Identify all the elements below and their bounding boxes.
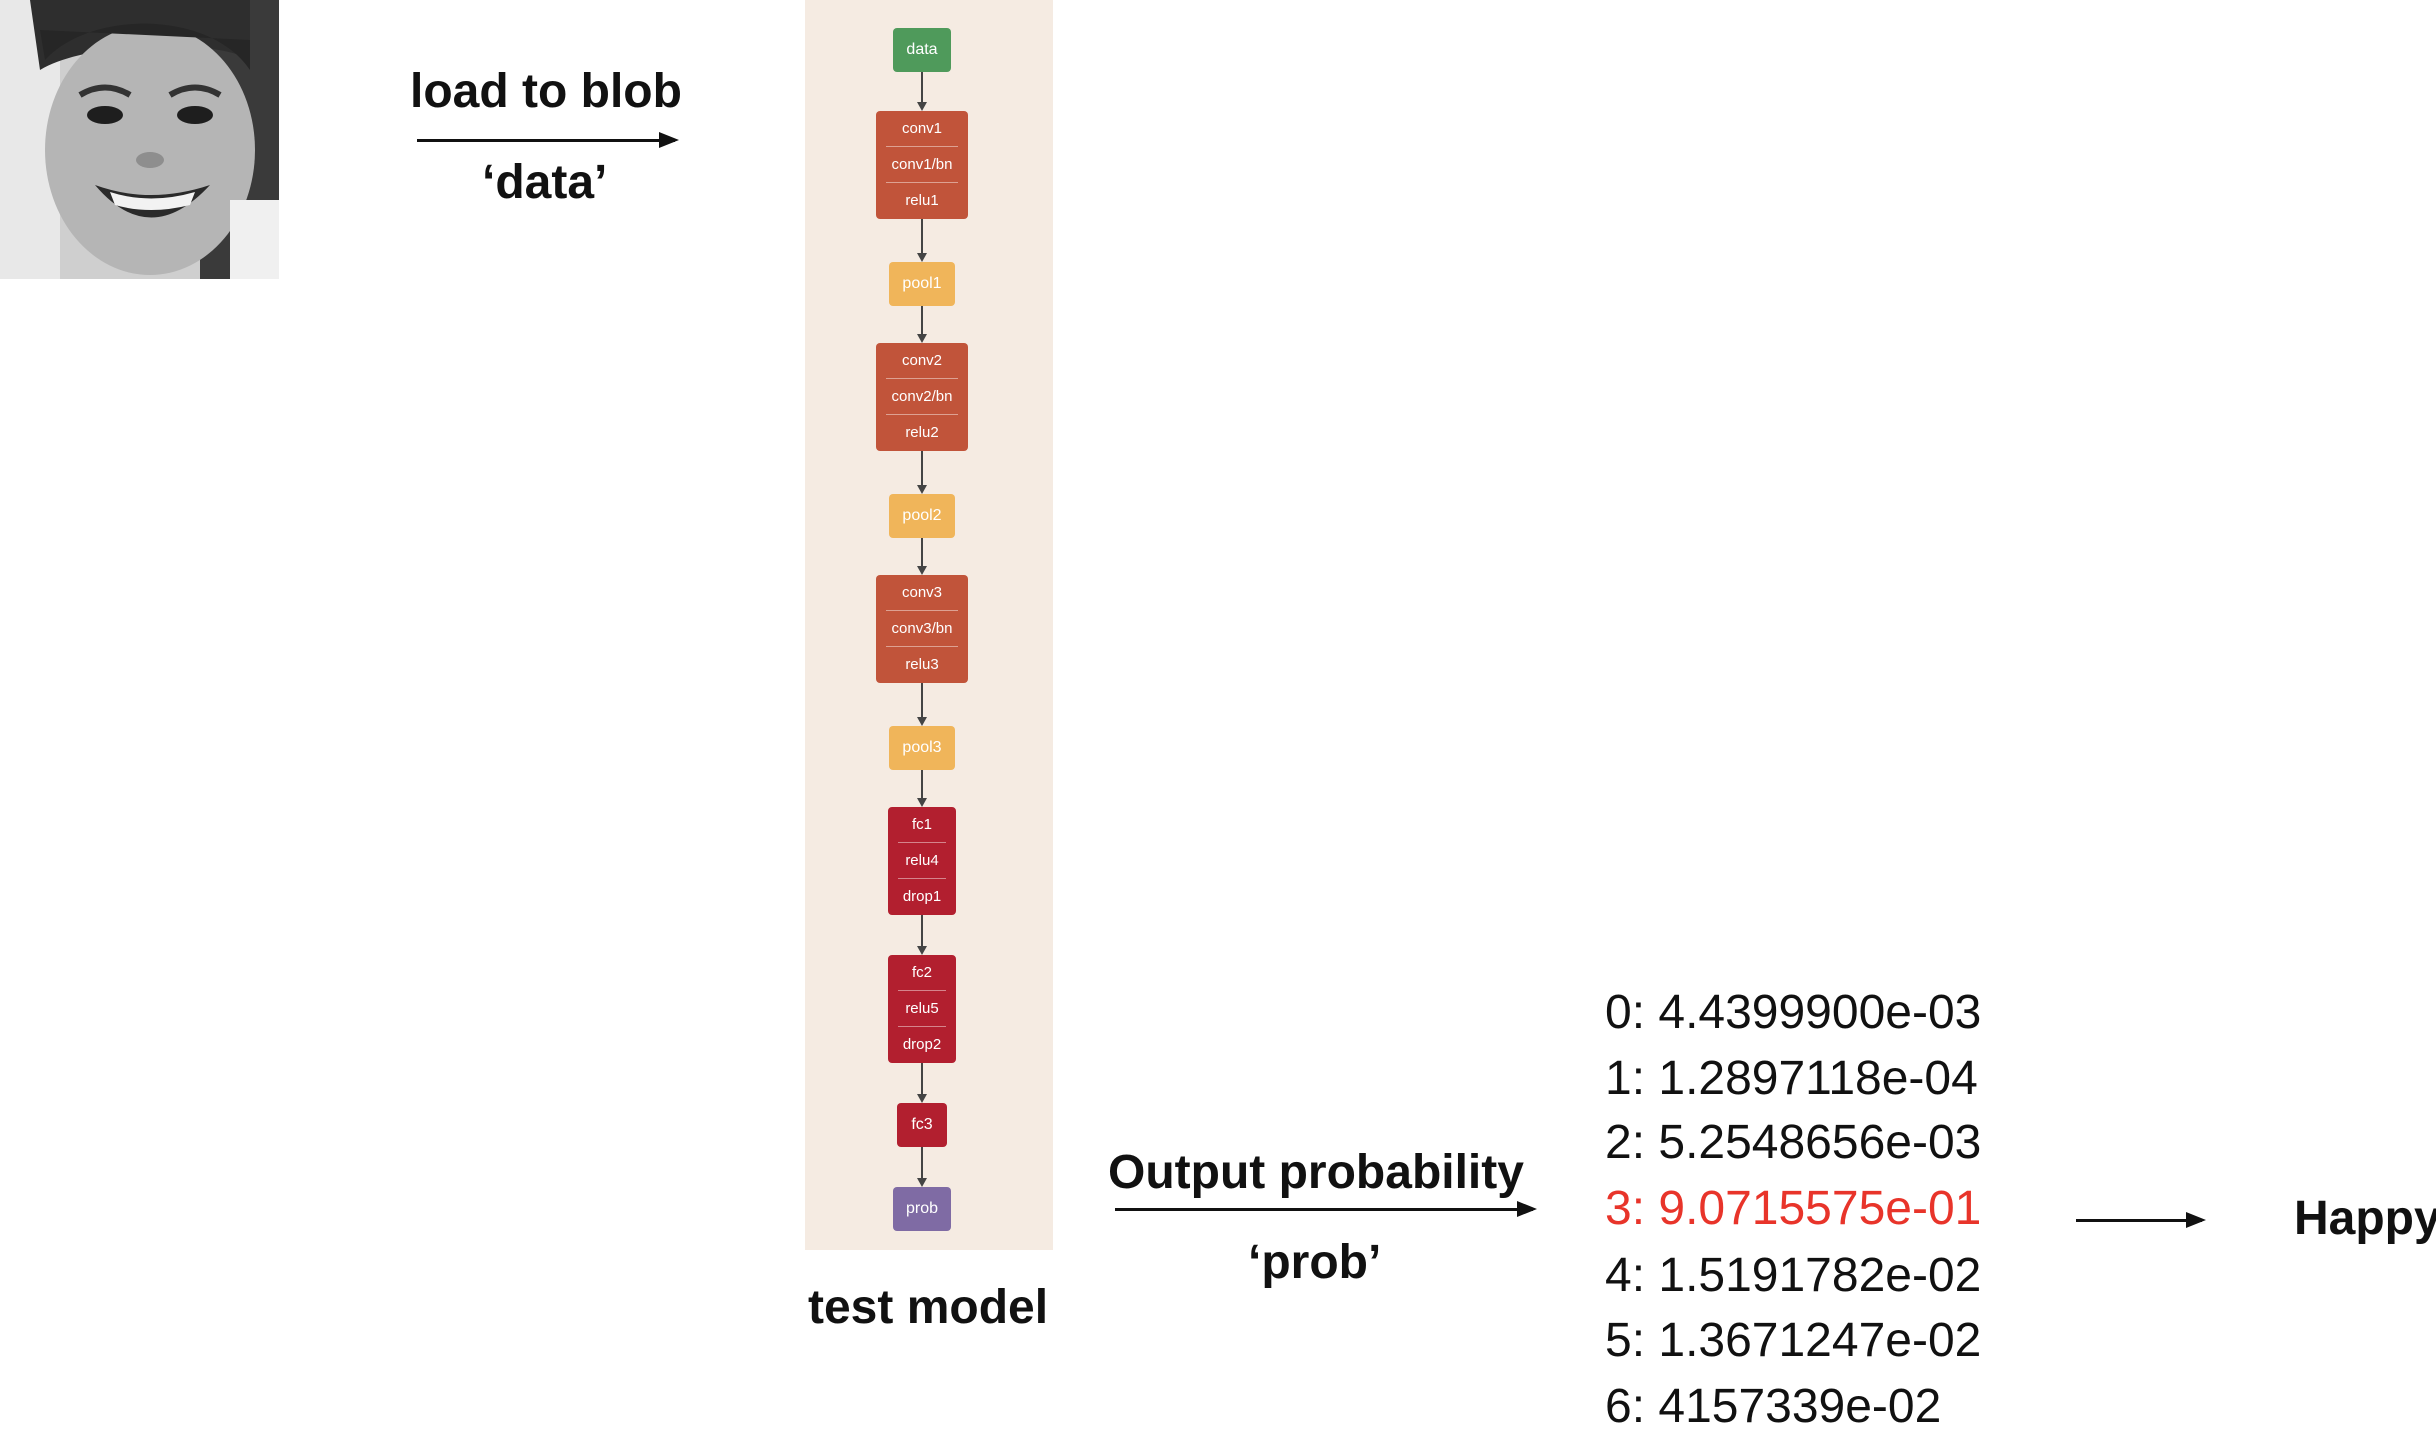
graph-edge <box>917 306 927 343</box>
probability-row: 1: 1.2897118e-04 <box>1605 1052 1978 1105</box>
face-image <box>0 0 279 279</box>
node-label: conv3 <box>886 575 958 611</box>
node-pool3[interactable]: pool3 <box>889 726 955 770</box>
node-pool2[interactable]: pool2 <box>889 494 955 538</box>
node-label: conv2 <box>886 343 958 379</box>
node-label: prob <box>905 1200 939 1217</box>
graph-edge <box>917 538 927 575</box>
node-data[interactable]: data <box>893 28 951 72</box>
node-label: fc2 <box>898 955 946 991</box>
node-fc3[interactable]: fc3 <box>897 1103 947 1147</box>
node-label: conv3/bn <box>886 611 958 647</box>
node-label: relu3 <box>905 656 939 673</box>
probability-row: 0: 4.4399900e-03 <box>1605 986 1982 1039</box>
graph-edge <box>917 72 927 111</box>
node-label: fc1 <box>898 807 946 843</box>
node-label: fc3 <box>911 1116 933 1133</box>
data-blob-label: ‘data’ <box>482 156 608 209</box>
graph-edge <box>917 683 927 726</box>
load-to-blob-label: load to blob <box>410 65 682 118</box>
node-pool1[interactable]: pool1 <box>889 262 955 306</box>
result-arrow <box>2076 1212 2206 1228</box>
node-label: relu4 <box>898 843 946 879</box>
graph-edge <box>917 1063 927 1103</box>
prob-blob-label: ‘prob’ <box>1248 1236 1382 1289</box>
node-label: drop1 <box>902 888 942 905</box>
node-label: relu5 <box>898 991 946 1027</box>
output-arrow <box>1115 1201 1537 1217</box>
probability-row: 6: 4157339e-02 <box>1605 1380 1942 1433</box>
graph-edge <box>917 451 927 494</box>
output-probability-label: Output probability <box>1108 1146 1524 1199</box>
probability-row: 5: 1.3671247e-02 <box>1605 1314 1982 1367</box>
input-arrow <box>417 132 679 148</box>
graph-edge <box>917 1147 927 1187</box>
node-label: pool1 <box>902 275 942 292</box>
probability-row-highlighted: 3: 9.0715575e-01 <box>1605 1182 1982 1235</box>
node-label: pool2 <box>902 507 942 524</box>
graph-edge <box>917 219 927 262</box>
result-label: Happy <box>2294 1192 2436 1245</box>
probability-row: 4: 1.5191782e-02 <box>1605 1249 1982 1302</box>
node-label: relu2 <box>905 424 939 441</box>
graph-edge <box>917 770 927 807</box>
node-label: data <box>906 41 938 58</box>
node-label: conv2/bn <box>886 379 958 415</box>
node-label: relu1 <box>905 192 939 209</box>
graph-edge <box>917 915 927 955</box>
probability-row: 2: 5.2548656e-03 <box>1605 1116 1982 1169</box>
model-caption: test model <box>808 1281 1049 1334</box>
node-label: conv1/bn <box>886 147 958 183</box>
node-prob[interactable]: prob <box>893 1187 951 1231</box>
node-label: drop2 <box>902 1036 942 1053</box>
node-label: conv1 <box>886 111 958 147</box>
node-label: pool3 <box>902 739 942 756</box>
